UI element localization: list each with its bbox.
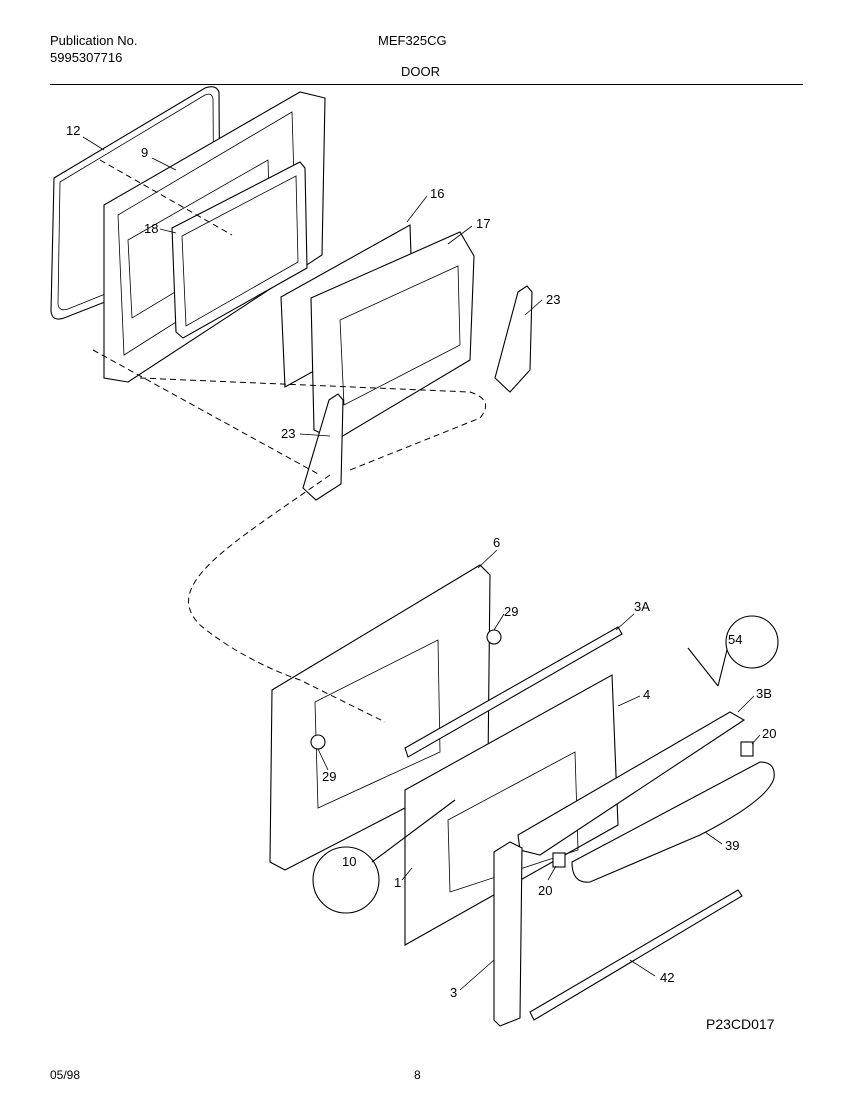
callout-29: 29 [504, 604, 518, 619]
callout-23: 23 [546, 292, 560, 307]
callout-3A: 3A [634, 599, 650, 614]
callout-9: 9 [141, 145, 148, 160]
callout-6: 6 [493, 535, 500, 550]
callout-39: 39 [725, 838, 739, 853]
callout-1: 1 [394, 875, 401, 890]
alignment-line [92, 349, 321, 476]
part-4-glass [404, 674, 619, 946]
part-23-hinge-right [494, 285, 533, 393]
header-rule [50, 84, 803, 85]
part-23-hinge-left [302, 393, 344, 501]
callout-20: 20 [762, 726, 776, 741]
part-42-vent [529, 889, 743, 1021]
part-29-bumper [486, 629, 502, 645]
part-54-screw-detail [687, 615, 779, 687]
part-39-handle [571, 761, 775, 883]
alignment-line [139, 377, 487, 471]
callout-16: 16 [430, 186, 444, 201]
model-number: MEF325CG [378, 33, 447, 48]
part-17-window-pack [310, 231, 475, 441]
footer-date: 05/98 [50, 1068, 81, 1082]
part-20-clip [552, 852, 566, 868]
callout-20: 20 [538, 883, 552, 898]
callout-29: 29 [322, 769, 336, 784]
part-29-bumper [310, 734, 326, 750]
part-20-clip [740, 741, 754, 757]
callout-3: 3 [450, 985, 457, 1000]
callout-17: 17 [476, 216, 490, 231]
callout-23: 23 [281, 426, 295, 441]
callout-3B: 3B [756, 686, 772, 701]
callout-42: 42 [660, 970, 674, 985]
publication-label: Publication No. [50, 33, 138, 48]
diagram-code: P23CD017 [706, 1016, 775, 1032]
part-10-screw-detail [312, 799, 456, 914]
page-number: 8 [414, 1068, 421, 1082]
leader-lines [82, 136, 761, 991]
alignment-curve [188, 474, 386, 723]
callout-54: 54 [728, 632, 742, 647]
part-3-side-trim [493, 841, 523, 1027]
callout-10: 10 [342, 854, 356, 869]
callout-4: 4 [643, 687, 650, 702]
part-3A-trim [404, 626, 623, 758]
publication-number: 5995307716 [50, 50, 123, 65]
callout-18: 18 [144, 221, 158, 236]
section-title: DOOR [401, 64, 440, 79]
part-18-window-frame [171, 161, 308, 339]
alignment-line [99, 159, 233, 236]
callout-12: 12 [66, 123, 80, 138]
